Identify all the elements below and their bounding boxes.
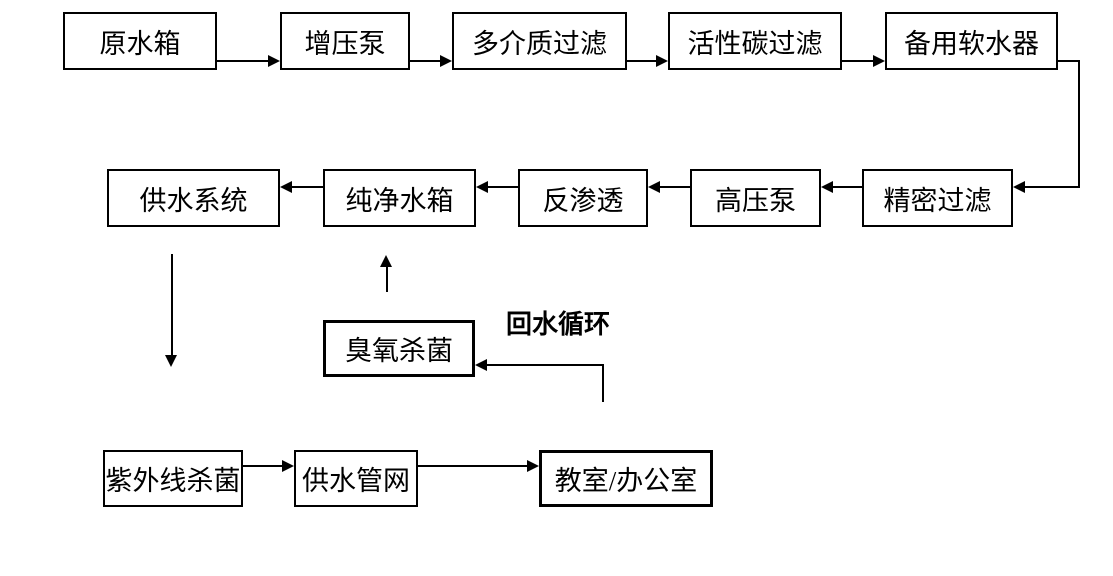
node-high-pressure-pump: 高压泵: [690, 169, 821, 227]
arrow-ro-to-puretank-line: [488, 186, 518, 188]
arrow-ozone-to-puretank-line: [386, 266, 388, 292]
arrow-softener-to-precision-segment-bottom: [1025, 186, 1080, 188]
node-pure-water-tank: 纯净水箱: [323, 169, 476, 227]
arrow-hppump-to-ro-head-icon: [648, 181, 660, 193]
arrow-ro-to-puretank-head-icon: [476, 181, 488, 193]
arrow-puretank-to-supply-line: [292, 186, 323, 188]
arrow-raw-to-booster-head-icon: [268, 55, 280, 67]
node-water-supply-system: 供水系统: [107, 169, 280, 227]
arrow-uv-to-network-head-icon: [282, 460, 294, 472]
arrow-multimedia-to-carbon-head-icon: [656, 55, 668, 67]
arrow-carbon-to-softener-head-icon: [873, 55, 885, 67]
arrow-hppump-to-ro-line: [660, 186, 690, 188]
arrow-softener-to-precision-segment-vertical: [1078, 60, 1080, 188]
arrow-multimedia-to-carbon-line: [627, 60, 657, 62]
arrow-return-loop-head-icon: [475, 359, 487, 371]
arrow-return-loop-horizontal-line: [487, 364, 604, 366]
node-precision-filter: 精密过滤: [862, 169, 1013, 227]
arrow-supply-to-uv-line: [171, 254, 173, 356]
arrow-softener-to-precision-head-icon: [1013, 181, 1025, 193]
arrow-carbon-to-softener-line: [842, 60, 874, 62]
node-classroom-office: 教室/办公室: [539, 450, 713, 507]
node-water-supply-network: 供水管网: [294, 450, 418, 507]
arrow-precision-to-hppump-line: [833, 186, 862, 188]
node-backup-water-softener: 备用软水器: [885, 12, 1058, 70]
arrow-softener-to-precision-segment-top: [1058, 60, 1080, 62]
node-uv-sterilization: 紫外线杀菌: [103, 450, 243, 507]
arrow-return-loop-vertical-line: [602, 364, 604, 402]
node-booster-pump: 增压泵: [280, 12, 410, 70]
node-activated-carbon-filter: 活性碳过滤: [668, 12, 842, 70]
arrow-booster-to-multimedia-line: [410, 60, 441, 62]
arrow-booster-to-multimedia-head-icon: [440, 55, 452, 67]
node-reverse-osmosis: 反渗透: [518, 169, 648, 227]
arrow-network-to-classroom-head-icon: [527, 460, 539, 472]
arrow-precision-to-hppump-head-icon: [821, 181, 833, 193]
arrow-raw-to-booster-line: [217, 60, 269, 62]
node-multimedia-filter: 多介质过滤: [452, 12, 627, 70]
return-water-loop-label: 回水循环: [506, 309, 611, 339]
arrow-ozone-to-puretank-head-icon: [380, 255, 392, 267]
arrow-uv-to-network-line: [243, 465, 283, 467]
arrow-network-to-classroom-line: [418, 465, 528, 467]
node-ozone-sterilization: 臭氧杀菌: [323, 320, 475, 377]
arrow-puretank-to-supply-head-icon: [280, 181, 292, 193]
node-raw-water-tank: 原水箱: [63, 12, 217, 70]
arrow-supply-to-uv-head-icon: [165, 355, 177, 367]
